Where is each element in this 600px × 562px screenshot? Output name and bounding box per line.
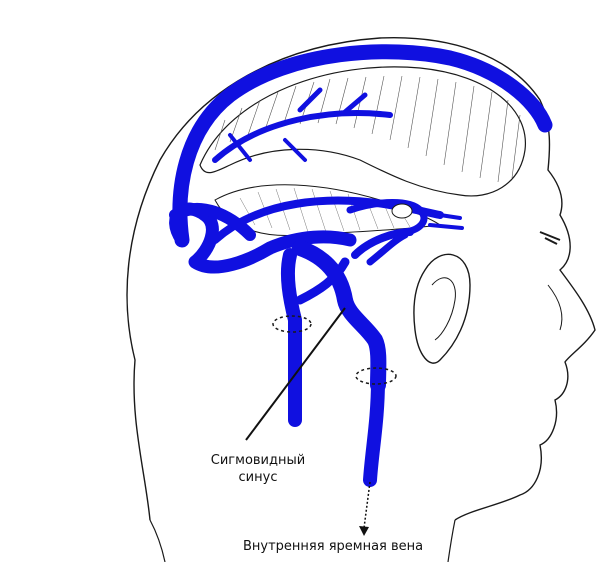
cortical-vein-1 <box>297 87 323 113</box>
confluence <box>169 202 256 241</box>
jugular-arrow-head <box>359 526 369 536</box>
internal-jugular-vein <box>363 373 385 487</box>
ear-inner <box>431 277 456 341</box>
cortical-vein-2 <box>342 92 368 115</box>
vein-of-galen-loop <box>391 203 413 219</box>
venous-system <box>169 44 553 487</box>
sigmoid-pointer-line <box>245 307 346 441</box>
petrosal-branch <box>366 231 409 266</box>
far-connection <box>295 257 350 305</box>
sigmoid-label-line1: Сигмовидный <box>210 453 306 468</box>
ear <box>413 253 471 364</box>
jugular-vein-label: Внутренняя яремная вена <box>243 539 424 554</box>
superior-sagittal-sinus <box>172 44 553 248</box>
nape-line <box>149 519 166 562</box>
sigmoid-sinus <box>292 240 387 393</box>
cortical-vein-4 <box>228 133 252 162</box>
internal-cerebral-vein <box>418 210 464 230</box>
head-outline <box>126 37 596 521</box>
jugular-foramen-far-marker <box>272 315 312 333</box>
nose-line <box>547 284 563 331</box>
far-sigmoid-sinus <box>280 248 302 427</box>
eye-mark <box>539 231 561 245</box>
neck-line <box>447 519 456 562</box>
sigmoid-label-line2: синус <box>238 470 278 485</box>
great-cerebral-vein <box>346 199 428 236</box>
jugular-flow-line <box>363 481 371 529</box>
inferior-sagittal-sinus <box>212 110 393 163</box>
cortical-vein-3 <box>283 138 307 162</box>
sigmoid-sinus-label: Сигмовидный синус <box>203 452 313 486</box>
jugular-foramen-marker <box>355 367 397 385</box>
